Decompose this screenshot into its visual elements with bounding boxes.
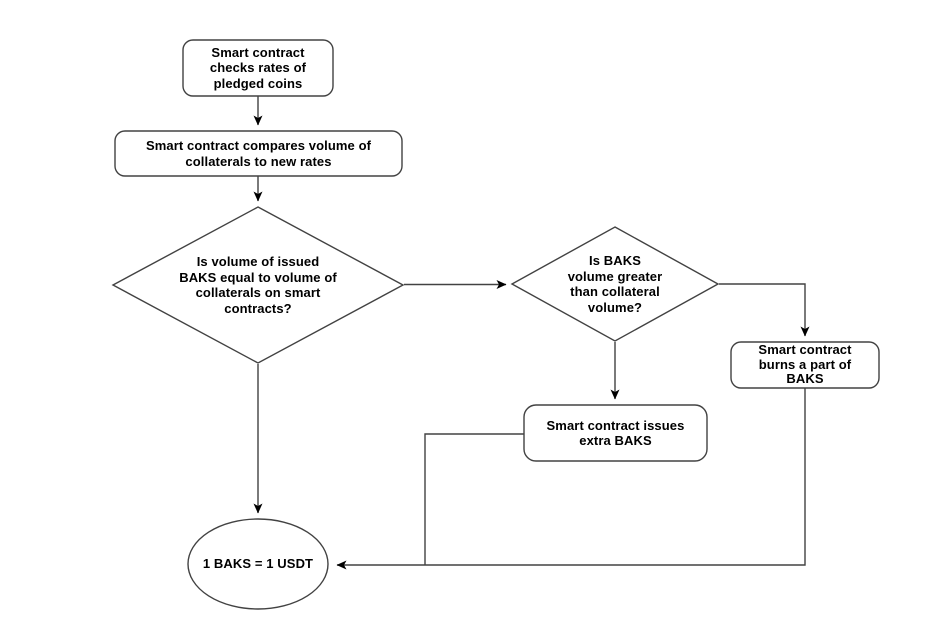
process-node-issues-baks	[523, 404, 708, 462]
edge-burns-to-parity	[336, 388, 806, 570]
process-node-burns-baks	[730, 341, 880, 389]
decision-node-is-equal	[111, 206, 405, 364]
process-node-check-rates	[182, 39, 334, 97]
process-node-compare-volume	[114, 130, 403, 177]
terminator-node-parity	[187, 518, 329, 610]
edge-issues-to-parity	[424, 433, 524, 565]
decision-node-is-greater	[510, 226, 720, 342]
edge-greater-to-burns	[719, 283, 810, 337]
